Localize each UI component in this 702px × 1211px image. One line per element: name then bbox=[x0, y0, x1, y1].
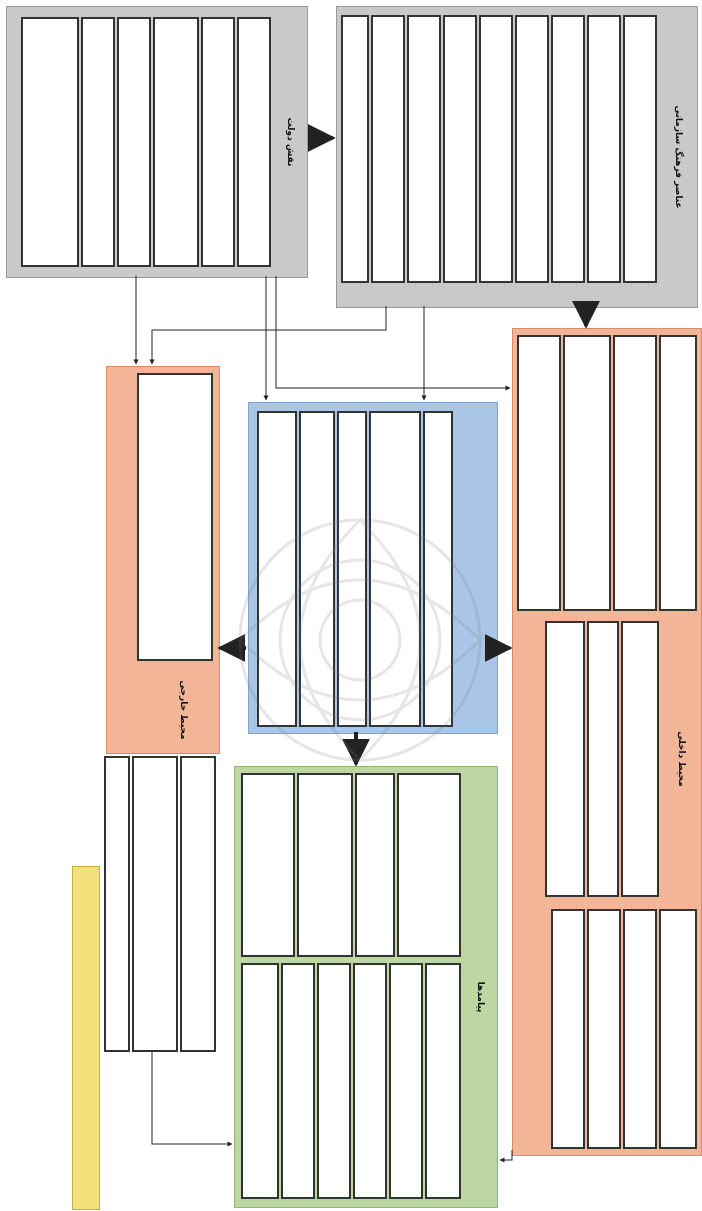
outcome-item bbox=[353, 963, 387, 1199]
outcome-item bbox=[317, 963, 351, 1199]
government-item bbox=[117, 17, 151, 267]
outcome-item bbox=[355, 773, 395, 957]
center-item bbox=[423, 411, 453, 727]
center-panel bbox=[248, 402, 498, 734]
external-item bbox=[137, 373, 213, 661]
outcome-item bbox=[297, 773, 353, 957]
internal-item bbox=[659, 909, 697, 1149]
internal-item bbox=[587, 909, 621, 1149]
note-strip bbox=[72, 866, 100, 1210]
outcome-item bbox=[389, 963, 423, 1199]
outcomes-panel: پیامدها bbox=[234, 766, 498, 1208]
center-item bbox=[257, 411, 297, 727]
outcome-item bbox=[397, 773, 461, 957]
line-internal-to-outcomes bbox=[499, 1150, 513, 1163]
culture-item bbox=[407, 15, 441, 283]
government-panel: نقش دولت bbox=[6, 6, 308, 278]
internal-item bbox=[563, 335, 611, 611]
external-item bbox=[104, 756, 130, 1052]
internal-item bbox=[551, 909, 585, 1149]
outcome-item bbox=[425, 963, 461, 1199]
internal-item bbox=[587, 621, 619, 897]
line-government-to-internal bbox=[275, 276, 511, 391]
internal-item bbox=[623, 909, 657, 1149]
center-item bbox=[299, 411, 335, 727]
culture-panel: عناصر فرهنگ سازمانی bbox=[336, 6, 698, 308]
culture-item bbox=[371, 15, 405, 283]
government-item bbox=[153, 17, 199, 267]
culture-item bbox=[341, 15, 369, 283]
culture-item bbox=[515, 15, 549, 283]
internal-item bbox=[517, 335, 561, 611]
external-panel: محیط خارجی bbox=[106, 366, 220, 754]
external-item bbox=[132, 756, 178, 1052]
outcome-item bbox=[281, 963, 315, 1199]
government-item bbox=[21, 17, 79, 267]
line-external-to-outcomes bbox=[151, 1052, 233, 1147]
internal-item bbox=[545, 621, 585, 897]
government-item bbox=[237, 17, 271, 267]
government-item bbox=[201, 17, 235, 267]
culture-item bbox=[551, 15, 585, 283]
line-culture-to-external bbox=[149, 306, 387, 365]
outcome-item bbox=[241, 773, 295, 957]
internal-item bbox=[621, 621, 659, 897]
center-item bbox=[337, 411, 367, 727]
outcome-item bbox=[241, 963, 279, 1199]
government-item bbox=[81, 17, 115, 267]
external-item bbox=[180, 756, 216, 1052]
culture-item bbox=[587, 15, 621, 283]
culture-item bbox=[623, 15, 657, 283]
center-item bbox=[369, 411, 421, 727]
culture-item bbox=[443, 15, 477, 283]
internal-item bbox=[613, 335, 657, 611]
internal-item bbox=[659, 335, 697, 611]
internal-panel: محیط داخلی bbox=[512, 328, 702, 1156]
culture-item bbox=[479, 15, 513, 283]
